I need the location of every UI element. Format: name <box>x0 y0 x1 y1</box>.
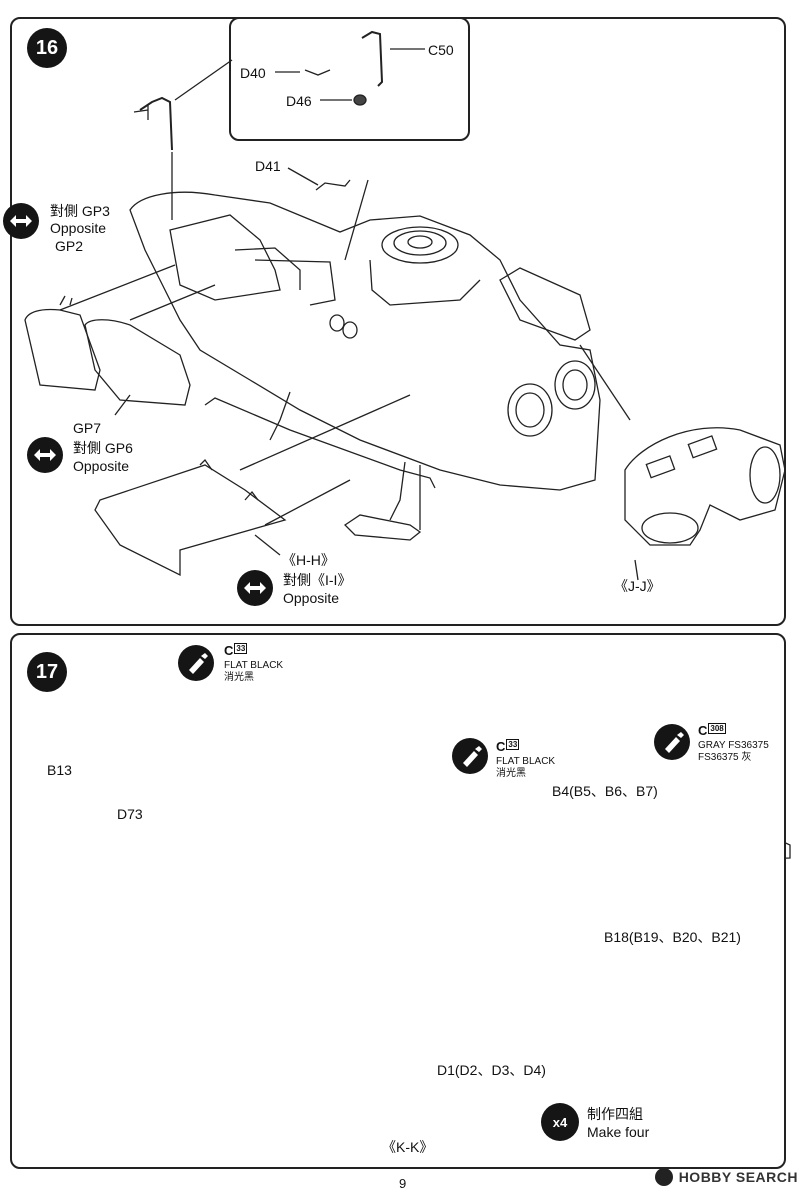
step-16-badge: 16 <box>27 28 67 68</box>
paint-brush-icon <box>452 738 488 774</box>
double-arrow-icon <box>27 437 63 473</box>
label-gp3-opposite: Opposite <box>50 220 107 236</box>
label-gp3: 對側 GP3 <box>50 203 110 219</box>
label-d1: D1(D2、D3、D4) <box>437 1062 546 1078</box>
label-jj: 《J-J》 <box>614 578 661 594</box>
label-d41: D41 <box>255 158 281 174</box>
part-c50-drawing <box>361 30 384 87</box>
label-gp6: 對側 GP6 <box>73 440 133 456</box>
step-17-panel <box>10 633 786 1169</box>
label-gp2: GP2 <box>55 238 84 254</box>
label-ii-opposite: Opposite <box>283 590 340 606</box>
label-hh: 《H-H》 <box>282 552 335 568</box>
detail-callout-box <box>229 17 470 141</box>
x4-badge: x4 <box>541 1103 579 1141</box>
label-b4: B4(B5、B6、B7) <box>552 783 658 799</box>
fuselage-outline <box>129 191 601 491</box>
label-gp6-opposite: Opposite <box>73 458 130 474</box>
label-b13: B13 <box>47 762 72 778</box>
label-make-four: Make four <box>587 1124 650 1140</box>
label-d73: D73 <box>117 806 143 822</box>
label-gp7: GP7 <box>73 420 102 436</box>
double-arrow-icon <box>3 203 39 239</box>
label-d40: D40 <box>240 65 266 81</box>
stub-wing-hh <box>94 464 287 577</box>
label-make-four-cn: 制作四組 <box>587 1106 643 1122</box>
label-c50: C50 <box>428 42 454 58</box>
label-ii: 對側《I-I》 <box>283 572 352 588</box>
canopy-panel-gp2 <box>24 308 101 391</box>
paint-brush-icon <box>654 724 690 760</box>
step-17-badge: 17 <box>27 652 67 692</box>
hobby-search-logo-icon <box>654 1168 673 1186</box>
page-number: 9 <box>399 1176 407 1191</box>
canopy-panel-gp7 <box>84 319 191 406</box>
double-arrow-icon <box>237 570 273 606</box>
exhaust-jj <box>624 427 786 546</box>
part-d46-drawing <box>353 94 367 106</box>
part-d40-drawing <box>304 69 331 76</box>
watermark: HOBBY SEARCH <box>654 1168 798 1186</box>
label-b18: B18(B19、B20、B21) <box>604 929 741 945</box>
paint-brush-icon <box>178 645 214 681</box>
label-d46: D46 <box>286 93 312 109</box>
label-kk: 《K-K》 <box>382 1139 434 1155</box>
